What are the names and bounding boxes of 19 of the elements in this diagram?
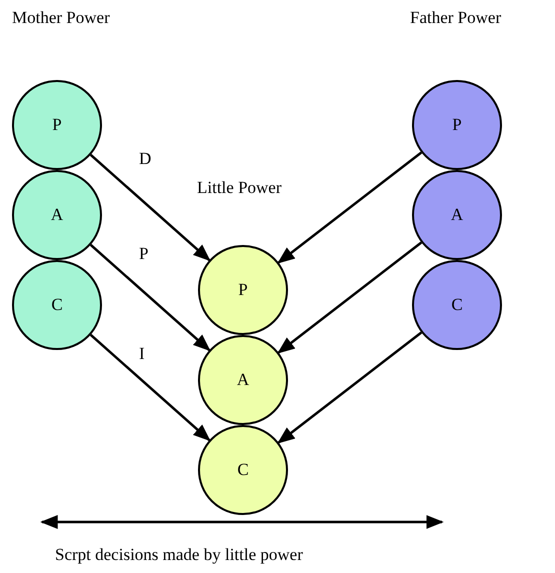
group-heading: Mother Power xyxy=(12,8,110,28)
arrow xyxy=(90,244,211,352)
node-label: C xyxy=(237,460,249,480)
node-label: P xyxy=(238,280,248,300)
arrow xyxy=(90,154,211,262)
node-label: C xyxy=(451,295,463,315)
node-label: P xyxy=(52,115,62,135)
arrow xyxy=(277,151,422,264)
caption-text: Scrpt decisions made by little power xyxy=(55,545,303,565)
arrow xyxy=(277,331,422,444)
node-label: A xyxy=(236,370,250,390)
node-label: A xyxy=(450,205,464,225)
group-heading: Father Power xyxy=(410,8,502,28)
node-label: A xyxy=(50,205,64,225)
arrow xyxy=(90,334,211,442)
node-label: P xyxy=(452,115,462,135)
group-heading: Little Power xyxy=(197,178,282,198)
arrow xyxy=(277,241,422,354)
node-label: C xyxy=(51,295,63,315)
